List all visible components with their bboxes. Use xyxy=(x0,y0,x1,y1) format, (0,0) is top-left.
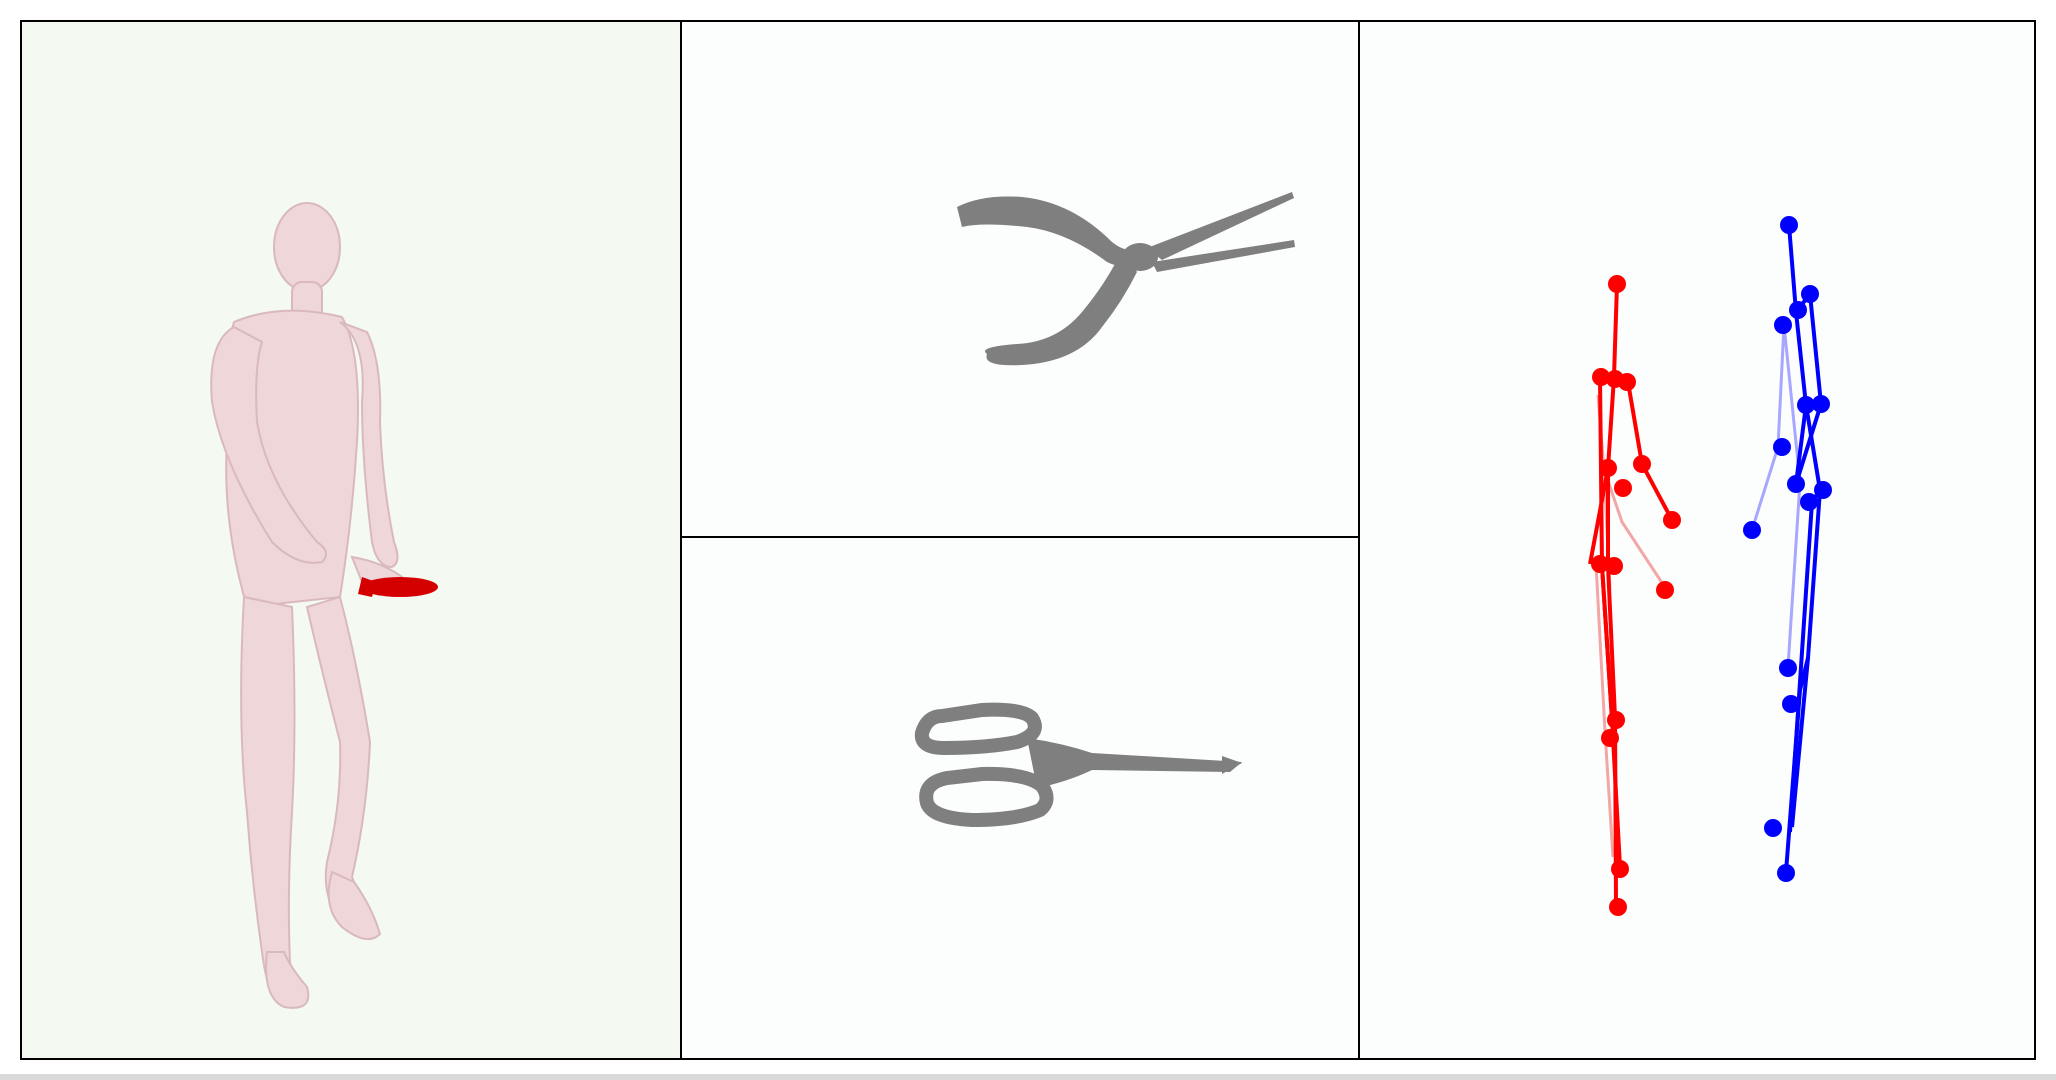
pliers-icon xyxy=(957,192,1295,366)
scissors-icon xyxy=(914,702,1242,828)
skeleton-panel xyxy=(1358,20,2036,1060)
human-figure xyxy=(210,202,438,1009)
human-head xyxy=(273,202,341,292)
bottom-strip xyxy=(0,1074,2056,1080)
skeleton-plot xyxy=(1588,216,1832,916)
held-object xyxy=(358,577,438,597)
pliers-panel xyxy=(680,20,1360,538)
scissors-panel xyxy=(680,536,1360,1060)
human-render-panel xyxy=(20,20,682,1060)
